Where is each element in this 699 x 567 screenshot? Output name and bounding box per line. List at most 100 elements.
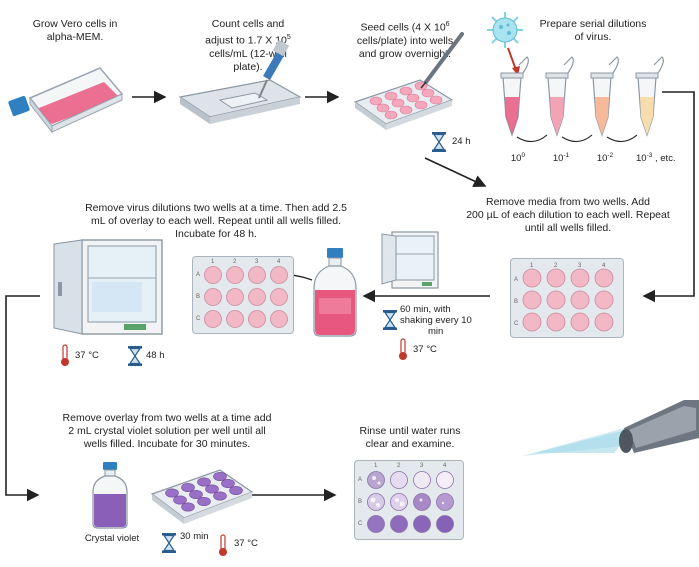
seed-line3: and grow overnight.: [358, 47, 452, 60]
plate-col-label: 4: [443, 463, 447, 469]
plate-wells: [522, 268, 614, 332]
hourglass-icon: [432, 132, 446, 152]
dilution-base: 10: [596, 153, 608, 165]
crystal-bottle-label: Crystal violet: [84, 533, 140, 544]
overlay-temp: 37 °C: [75, 350, 99, 361]
grow-line1: Grow Vero cells in: [32, 18, 118, 30]
overlay-bottle-icon: [313, 248, 357, 337]
culture-flask-icon: [8, 67, 124, 134]
arrow-dilutions-to-plate: [642, 91, 695, 303]
plate-row-label: B: [196, 294, 201, 300]
plate-row-label: B: [358, 499, 363, 505]
water-nozzle-icon: [522, 400, 699, 456]
plate-col-label: 1: [211, 259, 215, 265]
dilute-line1: Prepare serial dilutions: [539, 18, 647, 30]
rinse-line1: Rinse until water runs: [359, 425, 461, 437]
virus-icon: [487, 12, 523, 48]
plate-col-label: 3: [578, 263, 582, 269]
incubator-small-icon: [381, 231, 439, 289]
plate-col-label: 4: [602, 263, 606, 269]
count-text: Count cells and adjust to 1.7 X 105 cell…: [198, 18, 298, 74]
plate-pink-right: 1 2 3 4 A B C: [510, 258, 624, 338]
remove-media-line2: 200 µL of each dilution to each well. Re…: [466, 209, 670, 221]
plate-row-label: C: [358, 521, 363, 527]
incubator-large-icon: [53, 239, 163, 335]
plate-col-label: 1: [530, 263, 534, 269]
dilution-base: 10: [636, 153, 647, 165]
dilution-exp: 0: [521, 152, 526, 159]
seed-exponent: 6: [445, 21, 450, 28]
crystal-temp: 37 °C: [234, 538, 258, 549]
rinse-text: Rinse until water runs clear and examine…: [342, 425, 478, 451]
dilution-label: 10-2: [590, 150, 620, 164]
dilution-label: 100: [503, 150, 533, 164]
seed-plate-icon: [353, 79, 454, 130]
thermometer-icon: [399, 338, 407, 360]
remove-media-line1: Remove media from two wells. Add: [486, 196, 650, 208]
crystal-violet-bottle-icon: [92, 462, 128, 529]
dilution-tubes: [500, 56, 664, 143]
overlay-line3: Incubate for 48 h.: [175, 228, 257, 240]
seed-line2: cells/plate) into wells: [356, 34, 454, 47]
seed-line1-text: Seed cells (4 X 10: [360, 21, 446, 34]
count-line3: cells/mL (12-well: [209, 47, 287, 60]
plate-result: 1 2 3 4 A B C: [354, 460, 464, 540]
overlay-line1: Remove virus dilutions two wells at a ti…: [85, 202, 347, 214]
crystal-time: 30 min: [180, 531, 209, 542]
plate-col-label: 3: [255, 259, 259, 265]
thermometer-icon: [61, 344, 69, 366]
tube-3: [590, 56, 619, 137]
grow-line2: alpha-MEM.: [46, 31, 104, 43]
remove-media-text: Remove media from two wells. Add 200 µL …: [450, 196, 686, 235]
plate-pink-middle: 1 2 3 4 A B C: [192, 256, 294, 334]
hourglass-icon: [383, 310, 397, 330]
dilute-text: Prepare serial dilutions of virus.: [528, 18, 658, 44]
seed-time: 24 h: [452, 136, 471, 147]
hourglass-icon: [162, 533, 176, 553]
plate-wells: [204, 266, 288, 328]
count-line4: plate).: [233, 60, 263, 73]
plate-row-label: B: [514, 299, 519, 305]
dilution-exp: -2: [607, 152, 614, 159]
plate-col-label: 3: [420, 463, 424, 469]
tube-2: [545, 56, 574, 137]
crystal-line2: 2 mL crystal violet solution per well un…: [68, 425, 266, 437]
count-line2: adjust to 1.7 X 105: [198, 31, 298, 48]
dilution-label: 10-1: [546, 150, 576, 164]
thermometer-icon: [219, 534, 227, 556]
dilution-label: 10-3 , etc.: [636, 150, 696, 164]
plate-col-label: 2: [397, 463, 401, 469]
crystal-plate-icon: [150, 469, 254, 524]
remove-media-line3: until all wells filled.: [524, 222, 612, 234]
plate-row-label: C: [196, 316, 201, 322]
hourglass-icon: [128, 346, 142, 366]
arrow-incubator-to-crystal: [5, 295, 40, 502]
dilute-line2: of virus.: [574, 31, 612, 43]
incubate60-text: 60 min, with shaking every 10 min: [400, 304, 476, 337]
grow-text: Grow Vero cells in alpha-MEM.: [15, 18, 135, 44]
overlay-line2: mL of overlay to each well. Repeat until…: [91, 215, 341, 227]
plate-col-label: 2: [233, 259, 237, 265]
dilution-suffix: , etc.: [652, 153, 676, 165]
plate-row-label: A: [196, 272, 201, 278]
plate-wells: [367, 471, 454, 533]
dilution-base: 10: [552, 153, 564, 165]
crystal-line1: Remove overlay from two wells at a time …: [62, 412, 272, 424]
dilution-exp: -1: [563, 152, 570, 159]
seed-text: Seed cells (4 X 106 cells/plate) into we…: [345, 18, 465, 61]
tube-1: [500, 56, 529, 137]
incubate60-line1: 60 min, with: [400, 304, 451, 315]
plate-row-label: A: [358, 477, 363, 483]
overlay-text: Remove virus dilutions two wells at a ti…: [80, 202, 352, 241]
plate-col-label: 2: [554, 263, 558, 269]
hemocytometer-icon: [178, 39, 302, 124]
rinse-line2: clear and examine.: [365, 438, 455, 450]
incubate60-line2: shaking every 10: [400, 315, 472, 326]
count-exponent: 5: [286, 34, 291, 41]
plate-row-label: A: [514, 277, 519, 283]
incubate60-line3: min: [428, 326, 444, 337]
plate-col-label: 4: [277, 259, 281, 265]
tube-4: [635, 56, 664, 137]
pen-icon: [420, 32, 464, 89]
